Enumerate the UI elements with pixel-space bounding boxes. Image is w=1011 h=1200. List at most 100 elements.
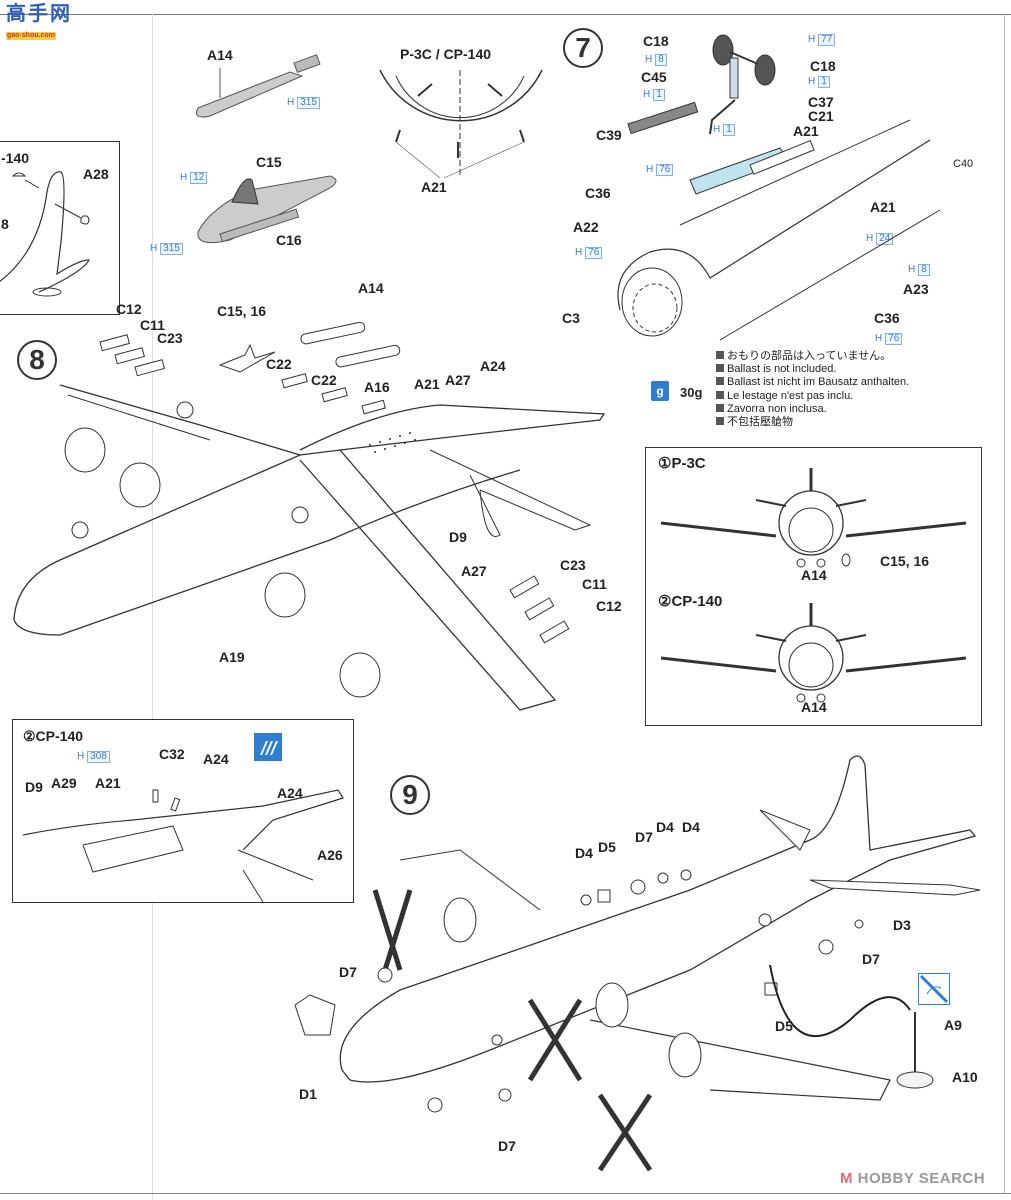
- step7-nose-gear-drawing: [617, 34, 941, 341]
- color-code-value: 8: [655, 54, 667, 66]
- part-label-a9: A9: [944, 1017, 962, 1033]
- part-label-c36-left: C36: [585, 185, 611, 201]
- h-prefix: H: [150, 243, 158, 254]
- part-label-c39: C39: [596, 127, 622, 143]
- ballast-weight-icon: g: [651, 381, 669, 401]
- note-text: Ballast is not included.: [727, 363, 837, 376]
- note-text: Le lestage n'est pas inclu.: [727, 389, 854, 402]
- part-label-c11-top: C11: [140, 317, 165, 333]
- h-prefix: H: [180, 172, 188, 183]
- right-rule: [1004, 14, 1005, 1194]
- h-prefix: H: [908, 264, 916, 275]
- part-label-d9: D9: [25, 779, 43, 795]
- site-logo-url: gao-shou.com: [6, 32, 56, 40]
- fuselage-section-drawing: [379, 69, 543, 179]
- cp140-front-view: [660, 603, 967, 703]
- fold-line: [152, 14, 153, 1200]
- a14-torpedo-drawing: [196, 54, 321, 118]
- part-label-d4-b: D4: [656, 819, 674, 835]
- part-label-d1: D1: [299, 1086, 317, 1102]
- part-label-d7-right: D7: [862, 951, 880, 967]
- part-label-a19: A19: [219, 649, 245, 665]
- step8-airframe-drawing: [13, 321, 606, 711]
- footer-rule: [0, 1193, 1011, 1194]
- part-label-d3: D3: [893, 917, 911, 933]
- color-code-value: 76: [656, 164, 674, 176]
- note-text: Ballast ist nicht im Bausatz anthalten.: [727, 376, 910, 389]
- bullet-square-icon: [716, 390, 724, 399]
- part-label-c23-top: C23: [157, 330, 183, 346]
- bullet-square-icon: [716, 417, 724, 426]
- ballast-weight-value: 30g: [680, 385, 703, 400]
- bullet-square-icon: [716, 377, 724, 386]
- part-label-a21-mid: A21: [870, 199, 896, 215]
- part-label-c3: C3: [562, 310, 580, 326]
- step-8-badge: 8: [17, 340, 57, 380]
- h-prefix: H: [808, 34, 816, 45]
- ballast-notes: おもりの部品は入っていません。 Ballast is not included.…: [716, 350, 909, 429]
- part-label-c37: C37: [808, 94, 834, 110]
- color-code-value: 24: [876, 233, 894, 245]
- ballast-note-it: Zavorra non inclusa.: [716, 403, 909, 416]
- part-label-a27-top: A27: [445, 372, 471, 388]
- part-label-d9: D9: [449, 529, 467, 545]
- part-label-a14-p3c: A14: [801, 567, 827, 583]
- part-label-c22-a: C22: [266, 356, 292, 372]
- part-label-a24-b: A24: [277, 785, 303, 801]
- tail-fin-drawing: [0, 171, 90, 297]
- h-prefix: H: [875, 333, 883, 344]
- part-label-a10: A10: [952, 1069, 978, 1085]
- part-label-c15-16: C15, 16: [217, 303, 267, 319]
- part-label-d7-bottom: D7: [498, 1138, 516, 1154]
- ballast-note-zh: 不包括壓艙物: [716, 416, 909, 429]
- part-label-d5-top: D5: [598, 839, 616, 855]
- part-label-a21: A21: [414, 376, 440, 392]
- part-label-c15: C15: [256, 154, 282, 170]
- part-label-a22: A22: [573, 219, 599, 235]
- color-code-value: 77: [818, 34, 836, 46]
- h-prefix: H: [646, 164, 654, 175]
- ballast-note-ja: おもりの部品は入っていません。: [716, 350, 909, 363]
- color-code-value: 1: [723, 124, 735, 136]
- ballast-note-fr: Le lestage n'est pas inclu.: [716, 390, 909, 403]
- part-label-d5-bottom: D5: [775, 1018, 793, 1034]
- part-label-a14-detail: A14: [207, 47, 233, 63]
- part-label-c32: C32: [159, 746, 185, 762]
- part-label-a29: A29: [51, 775, 77, 791]
- part-label-c12-bottom: C12: [596, 598, 622, 614]
- front-views-panel: ①P-3C A14 C15, 16 ②CP-140 A14: [645, 447, 982, 726]
- part-label-c12-top: C12: [116, 301, 142, 317]
- p3c-front-view: [660, 468, 967, 568]
- cp140-panel-title: ②CP-140: [23, 728, 84, 744]
- h-prefix: H: [643, 89, 651, 100]
- section-view-title: P-3C / CP-140: [400, 46, 492, 62]
- part-label-c23-bottom: C23: [560, 557, 586, 573]
- bullet-square-icon: [716, 351, 724, 359]
- hobby-search-watermark: M HOBBY SEARCH: [840, 1170, 985, 1187]
- part-label-d4-c: D4: [682, 819, 700, 835]
- h-prefix: H: [287, 97, 295, 108]
- color-code-value: 8: [918, 264, 930, 276]
- part-label-c40: C40: [953, 158, 974, 170]
- ballast-note-en: Ballast is not included.: [716, 363, 909, 376]
- decal-icon: [254, 733, 282, 761]
- panel-title-fragment: -140: [1, 150, 30, 166]
- note-text: おもりの部品は入っていません。: [727, 350, 892, 362]
- bullet-square-icon: [716, 403, 724, 412]
- step-7-badge: 7: [563, 28, 603, 68]
- no-cement-glyph: [919, 974, 949, 1004]
- part-label-c18-right: C18: [810, 58, 836, 74]
- color-code-value: 308: [87, 751, 110, 763]
- part-label-a28: A28: [83, 166, 109, 182]
